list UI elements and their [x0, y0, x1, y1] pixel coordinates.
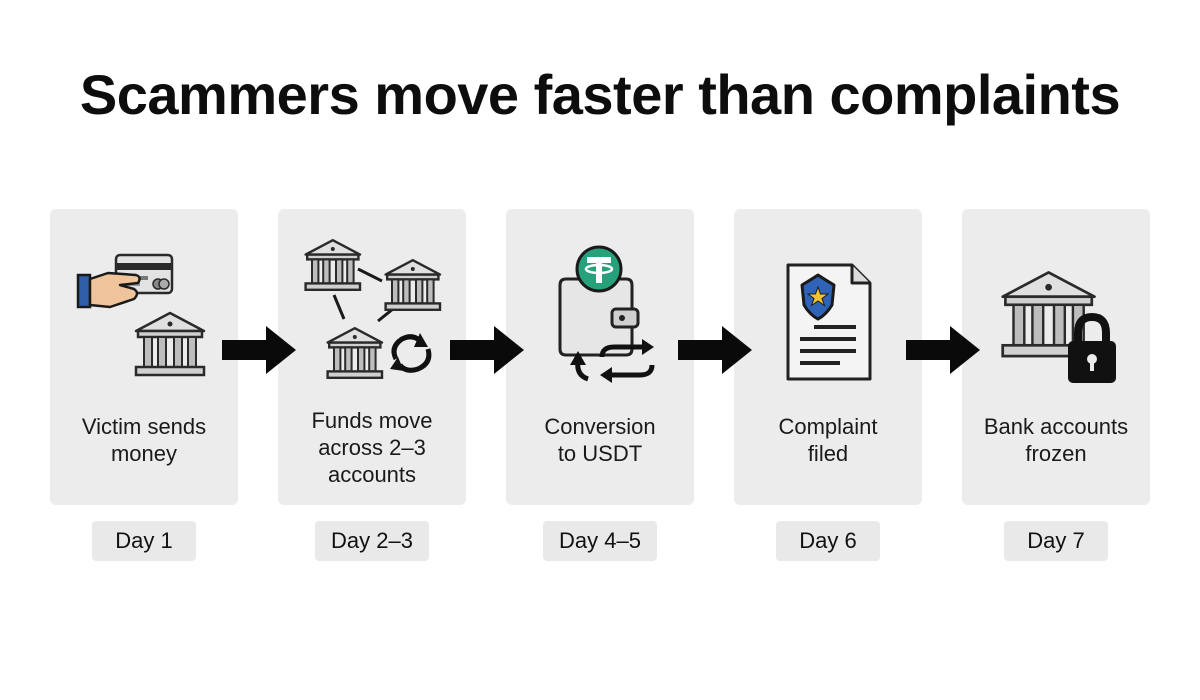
stage-conversion-usdt: Conversion to USDT — [506, 209, 694, 505]
police-badge-icon — [800, 273, 836, 321]
flow-arrow-icon — [222, 326, 296, 374]
stage-label: Funds move across 2–3 accounts — [311, 408, 433, 487]
flow-arrow-icon — [450, 326, 524, 374]
stage-victim-sends-money: Victim sends money — [50, 209, 238, 505]
stage-label: Conversion to USDT — [544, 414, 656, 466]
flow-arrow-icon — [906, 326, 980, 374]
usdt-coin-icon — [575, 245, 623, 293]
police-document-icon — [734, 209, 922, 399]
bank-building-icon — [304, 239, 362, 292]
bank-building-icon — [134, 311, 206, 377]
stage-funds-move: Funds move across 2–3 accounts — [278, 209, 466, 505]
bank-building-icon — [326, 327, 384, 380]
bank-network-icon — [278, 209, 466, 399]
day-badge: Day 1 — [92, 521, 196, 561]
flow-arrow-icon — [678, 326, 752, 374]
day-badge: Day 7 — [1004, 521, 1108, 561]
stage-label: Bank accounts frozen — [983, 414, 1129, 466]
hand-icon — [76, 271, 141, 309]
page-title: Scammers move faster than complaints — [79, 63, 1121, 126]
bank-lock-icon — [962, 209, 1150, 399]
stage-label: Victim sends money — [81, 414, 207, 466]
card-to-bank-icon — [50, 209, 238, 399]
day-badge: Day 6 — [776, 521, 880, 561]
stage-complaint-filed: Complaint filed — [734, 209, 922, 505]
exchange-arrows-icon — [570, 339, 655, 383]
day-badge: Day 2–3 — [315, 521, 429, 561]
refresh-arrow-icon — [390, 333, 432, 373]
bank-building-icon — [384, 259, 442, 312]
wallet-icon — [558, 277, 640, 357]
stage-bank-accounts-frozen: Bank accounts frozen — [962, 209, 1150, 505]
wallet-usdt-icon — [506, 209, 694, 399]
stage-label: Complaint filed — [778, 414, 878, 466]
day-badge: Day 4–5 — [543, 521, 657, 561]
padlock-icon — [1068, 312, 1116, 383]
